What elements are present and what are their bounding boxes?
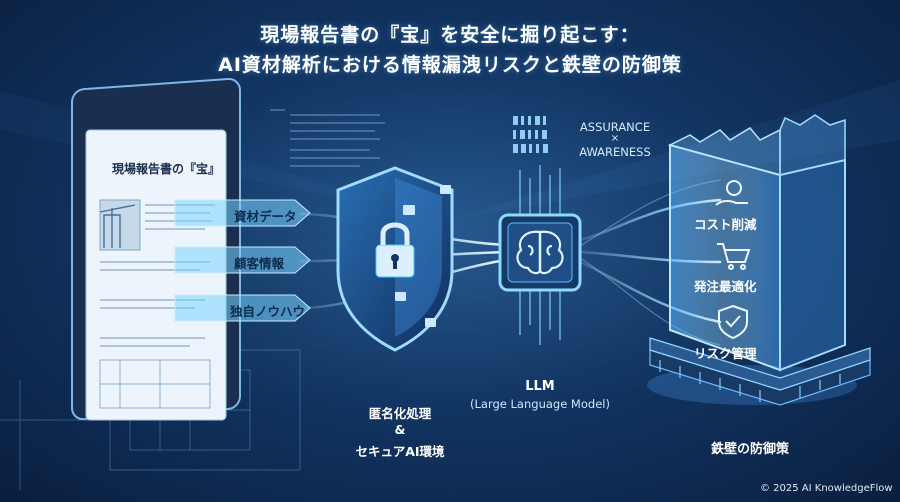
shield-caption-1: 匿名化処理 [368,406,432,421]
assurance-separator: × [610,133,620,144]
llm-chip [498,165,582,345]
brain-icon [516,230,564,275]
assurance-label: ASSURANCE [579,120,651,134]
security-shield [336,166,454,352]
shield-caption-3: セキュアAI環境 [355,444,445,459]
llm-subtitle: (Large Language Model) [470,397,610,411]
coin-hand-icon [715,180,748,206]
arrow-label-knowhow: 独自ノウハウ [230,304,306,319]
defense-tower [647,114,871,406]
arrow-label-customers: 顧客情報 [234,256,285,271]
tower-pins [659,360,841,402]
tower-item-ordering: 発注最適化 [694,279,757,294]
shield-caption-2: & [394,422,406,437]
copyright-text: © 2025 AI KnowledgeFlow [760,483,893,494]
cart-icon [717,243,751,270]
shield-check-icon [718,304,748,340]
tower-item-cost: コスト削減 [694,217,757,232]
arrow-label-materials: 資材データ [234,209,297,224]
llm-title: LLM [525,379,555,394]
page-title-line-1: 現場報告書の『宝』を安全に掘り起こす： [260,24,640,46]
page-title-line-2: AI資材解析における情報漏洩リスクと鉄壁の防御策 [218,54,682,76]
tower-item-risk: リスク管理 [694,346,757,361]
tower-caption: 鉄壁の防御策 [710,442,789,457]
awareness-label: AWARENESS [579,145,651,159]
lock-icon [375,222,415,278]
document-text-lines [270,109,385,167]
binary-display [513,116,548,153]
data-arrows [174,199,311,322]
small-lock-icon [395,185,451,327]
report-title: 現場報告書の『宝』 [112,162,221,176]
